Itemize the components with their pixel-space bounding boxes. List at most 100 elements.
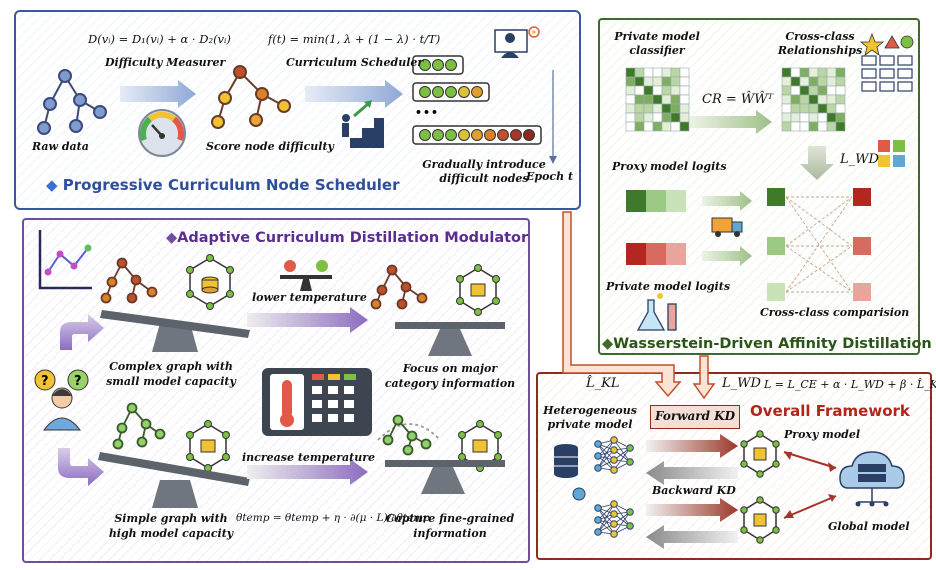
forward-kd-arrow-bottom [646,498,738,522]
private-network-bottom [594,500,634,538]
eq-temperature: θtemp = θtemp + η · ∂(μ · L)/∂θtemp [236,512,430,524]
diamond-bullet-icon: ◆ [602,336,614,352]
stair-climber-icon [338,100,384,148]
modulator-title-text: Adaptive Curriculum Distillation Modulat… [177,230,529,246]
ellipsis: ••• [415,106,440,119]
label-raw-data: Raw data [32,140,89,153]
label-lwd: L_WD [722,376,761,391]
arrow-cr-down [800,146,834,180]
truck-icon [711,217,743,237]
teacher-icon [494,26,540,58]
curriculum-panel [14,10,581,210]
eq-total: L = L_CE + α · L_WD + β · L̂_KL [764,378,936,391]
platform-top [395,322,505,356]
label-proxy-logits: Proxy model logits [612,160,727,173]
arrow-increase-temp [247,459,368,485]
confused-person-icon: ? ? [34,369,89,431]
orange-arrow-wd [692,355,716,400]
proxy-model-hex-2 [740,496,780,544]
model-hex-icon-3 [186,420,230,472]
label-difficulty-measurer: Difficulty Measurer [105,56,226,69]
balance-scale-icon [280,260,332,291]
label-complex-1: Complex graph with [109,360,233,373]
label-gradually-1: Gradually introduce [422,158,546,171]
orange-arrow-kl [562,211,682,398]
label-epoch: Epoch t [526,170,574,183]
forward-kd-label: Forward KD [650,405,740,429]
proxy-logits-bar [626,190,686,212]
backward-kd-arrow-bottom [646,525,738,549]
curriculum-bar-3 [412,125,542,145]
proxy-model-hex-1 [740,430,780,478]
diamond-bullet-icon: ◆ [46,176,58,194]
label-cross-class-2: Relationships [777,44,863,57]
label-simple-2: high model capacity [108,527,234,540]
seesaw-bottom [98,452,250,508]
wasserstein-title-text: Wasserstein-Driven Affinity Distillation [613,336,932,352]
label-focus-1: Focus on major [402,362,498,375]
eq-scheduler: f(t) = min(1, λ + (1 − λ) · t/T) [268,32,441,46]
lab-flask-icon [636,293,677,331]
relationship-matrix [781,67,846,132]
label-lower-temp: lower temperature [252,291,367,304]
label-cross-class-1: Cross-class [785,30,855,43]
label-increase-temp: increase temperature [242,451,376,464]
shapes-icon [859,32,914,92]
label-hetero-2: private model [547,418,633,431]
svg-text:?: ? [74,374,82,389]
classifier-matrix [625,67,690,132]
label-private-classifier-1: Private model [614,30,700,43]
label-simple-1: Simple graph with [114,512,228,525]
curved-arrow-bottom [58,448,104,486]
modulator-title: ◆Adaptive Curriculum Distillation Modula… [166,230,528,246]
score-graph-icon [211,65,291,129]
private-network-top [594,436,634,474]
label-global-model: Global model [828,520,910,533]
label-complex-2: small model capacity [106,375,236,388]
label-private-classifier-2: classifier [629,44,685,57]
curriculum-title: ◆ Progressive Curriculum Node Scheduler [46,176,400,194]
label-curriculum-scheduler: Curriculum Scheduler [286,56,424,69]
label-backward-kd: Backward KD [652,484,736,497]
label-hetero-1: Heterogeneous [543,404,637,417]
cloud-server-icon [839,451,905,507]
curriculum-title-text: Progressive Curriculum Node Scheduler [62,176,400,194]
seesaw-top [100,310,250,352]
label-focus-2: category information [384,377,516,390]
private-logits-bar [626,243,686,265]
platform-bottom [385,460,505,494]
cross-class-comparison [767,188,871,301]
label-private-logits: Private model logits [606,280,731,293]
backward-kd-arrow-top [646,461,738,485]
curriculum-bar-1 [412,55,464,75]
svg-text:?: ? [41,374,49,389]
model-hex-icon-1 [186,254,234,310]
framework-title: Overall Framework [750,402,910,420]
simple-graph-icon [112,402,166,450]
capture-graph-icon [377,414,441,456]
curriculum-bar-2 [412,82,490,102]
label-capture-1: Capture fine-grained [385,512,515,525]
curved-arrow-top [60,314,104,350]
label-cross-comparison: Cross-class comparision [760,306,910,319]
puzzle-icon [878,140,905,167]
forward-kd-arrow-top [646,434,738,458]
complex-graph-icon [100,257,158,304]
focus-graph-icon [370,264,428,310]
diamond-bullet-icon: ◆ [166,230,178,246]
label-capture-2: information [413,527,487,540]
arrow-private-logits [702,246,752,266]
proxy-global-links [783,451,837,519]
eq-difficulty: D(vᵢ) = D₁(vᵢ) + α · D₂(vᵢ) [88,32,231,46]
eq-cr: CR = ŴŴᵀ [702,92,774,107]
thermostat-icon [262,368,372,436]
model-hex-icon-2 [456,264,500,316]
database-icon [554,444,586,501]
arrow-proxy-logits [702,191,752,211]
raw-data-graph-icon [37,69,107,135]
arrow-lower-temp [247,307,368,333]
arrow-score-to-scheduler [305,80,403,108]
label-proxy-model: Proxy model [784,428,861,441]
label-lkl: L̂_KL [586,376,620,391]
